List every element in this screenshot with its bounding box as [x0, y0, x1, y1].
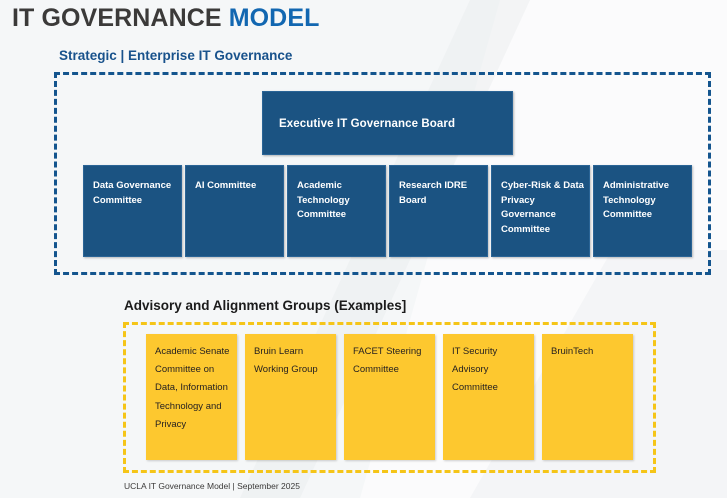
page-title-primary: IT GOVERNANCE — [12, 4, 229, 32]
advisory-label-text: BruinTech — [551, 346, 594, 357]
committee-box-academic-technology[interactable]: Academic Technology Committee — [287, 165, 386, 257]
advisory-box-bruin-learn-working-group[interactable]: Bruin Learn Working Group — [245, 334, 336, 460]
advisory-box-it-security-advisory-committee[interactable]: IT Security Advisory Committee — [443, 334, 534, 460]
advisory-box-facet-steering-committee[interactable]: FACET Steering Committee — [344, 334, 435, 460]
committee-label: Administrative Technology Committee — [603, 180, 669, 221]
committee-box-ai[interactable]: AI Committee — [185, 165, 284, 257]
page-title: IT GOVERNANCE MODEL — [12, 4, 319, 33]
advisory-label-text: IT Security Advisory Committee — [452, 346, 498, 394]
committee-row: Data Governance Committee AI Committee A… — [83, 165, 692, 257]
strategic-section-label: Strategic | Enterprise IT Governance — [59, 48, 293, 63]
committee-label: Research IDRE Board — [399, 180, 468, 206]
advisory-label-text: Bruin Learn Working Group — [254, 346, 318, 376]
committee-box-data-governance[interactable]: Data Governance Committee — [83, 165, 182, 257]
advisory-group-row: Academic Senate Committee on Data, Infor… — [146, 334, 633, 460]
executive-board-label: Executive IT Governance Board — [279, 118, 456, 130]
advisory-box-bruintech[interactable]: BruinTech — [542, 334, 633, 460]
committee-label: Academic Technology Committee — [297, 180, 350, 221]
page-title-accent: MODEL — [228, 4, 320, 32]
committee-box-administrative-technology[interactable]: Administrative Technology Committee — [593, 165, 692, 257]
committee-box-cyber-risk-data-privacy[interactable]: Cyber-Risk & Data Privacy Governance Com… — [491, 165, 590, 257]
advisory-box-academic-senate-committee[interactable]: Academic Senate Committee on Data, Infor… — [146, 334, 237, 460]
executive-it-governance-board-box[interactable]: Executive IT Governance Board — [262, 91, 513, 155]
advisory-label-text: FACET Steering Committee — [353, 346, 422, 376]
committee-box-research-idre[interactable]: Research IDRE Board — [389, 165, 488, 257]
committee-label: Cyber-Risk & Data Privacy Governance Com… — [501, 180, 584, 236]
advisory-label-text: Academic Senate Committee on Data, Infor… — [155, 346, 230, 430]
footer-note: UCLA IT Governance Model | September 202… — [124, 481, 300, 491]
committee-label: AI Committee — [195, 180, 257, 191]
advisory-section-label: Advisory and Alignment Groups (Examples] — [124, 298, 407, 313]
committee-label: Data Governance Committee — [93, 180, 172, 206]
